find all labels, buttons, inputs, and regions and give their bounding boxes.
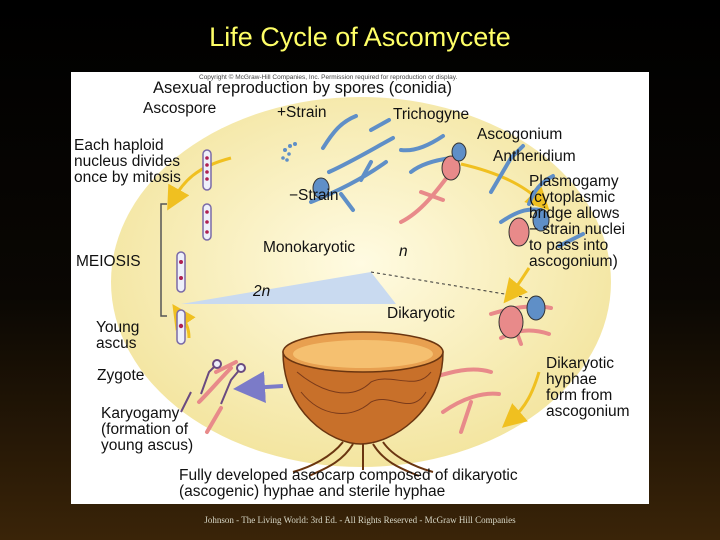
- diploid-wedge: [181, 272, 396, 304]
- label-minus-strain: −Strain: [289, 187, 339, 204]
- label-meiosis: MEIOSIS: [76, 253, 141, 270]
- karyogamy-arrow: [233, 371, 284, 404]
- label-asexual: Asexual reproduction by spores (conidia): [153, 79, 452, 97]
- label-2n: 2n: [253, 283, 271, 300]
- label-ascospore: Ascospore: [143, 100, 217, 117]
- zygote-structure: [180, 359, 246, 413]
- label-antheridium: Antheridium: [493, 148, 576, 165]
- label-monokaryotic: Monokaryotic: [263, 239, 356, 256]
- label-dikaryotic: Dikaryotic: [387, 305, 456, 322]
- life-cycle-diagram: Copyright © McGraw-Hill Companies, Inc. …: [71, 72, 649, 504]
- label-haploid-mitosis: Each haploid nucleus divides once by mit…: [74, 137, 181, 186]
- label-plus-strain: +Strain: [277, 104, 327, 121]
- label-n: n: [399, 243, 408, 260]
- label-young-ascus: Young ascus: [96, 319, 140, 352]
- sex-structures: [312, 142, 550, 339]
- label-dikaryotic-hyphae: Dikaryotic hyphae form from ascogonium: [546, 355, 630, 420]
- meiosis-bracket: [160, 203, 167, 317]
- cycle-arrow-dikaryotic: [503, 267, 531, 304]
- diagram-artwork: [111, 97, 611, 477]
- label-trichogyne: Trichogyne: [393, 106, 470, 123]
- label-karyogamy: Karyogamy (formation of young ascus): [101, 405, 194, 454]
- dikaryotic-divider: [370, 271, 542, 301]
- cycle-arrow-mitosis: [167, 156, 232, 211]
- ascus-nuclei: [178, 156, 209, 329]
- label-ascogonium: Ascogonium: [477, 126, 563, 143]
- cycle-arrow-plasmogamy: [460, 162, 550, 211]
- copyright-notice: Copyright © McGraw-Hill Companies, Inc. …: [199, 74, 458, 81]
- label-zygote: Zygote: [97, 367, 145, 384]
- conidia: [281, 142, 297, 162]
- label-plasmogamy: Plasmogamy (cytoplasmic bridge allows − …: [529, 173, 626, 270]
- cycle-arrow-hyphae: [501, 371, 541, 428]
- label-ascocarp: Fully developed ascocarp composed of dik…: [179, 467, 518, 500]
- ascocarp: [282, 331, 444, 477]
- slide-footer: Johnson - The Living World: 3rd Ed. - Al…: [204, 515, 516, 525]
- slide-title: Life Cycle of Ascomycete: [209, 22, 511, 52]
